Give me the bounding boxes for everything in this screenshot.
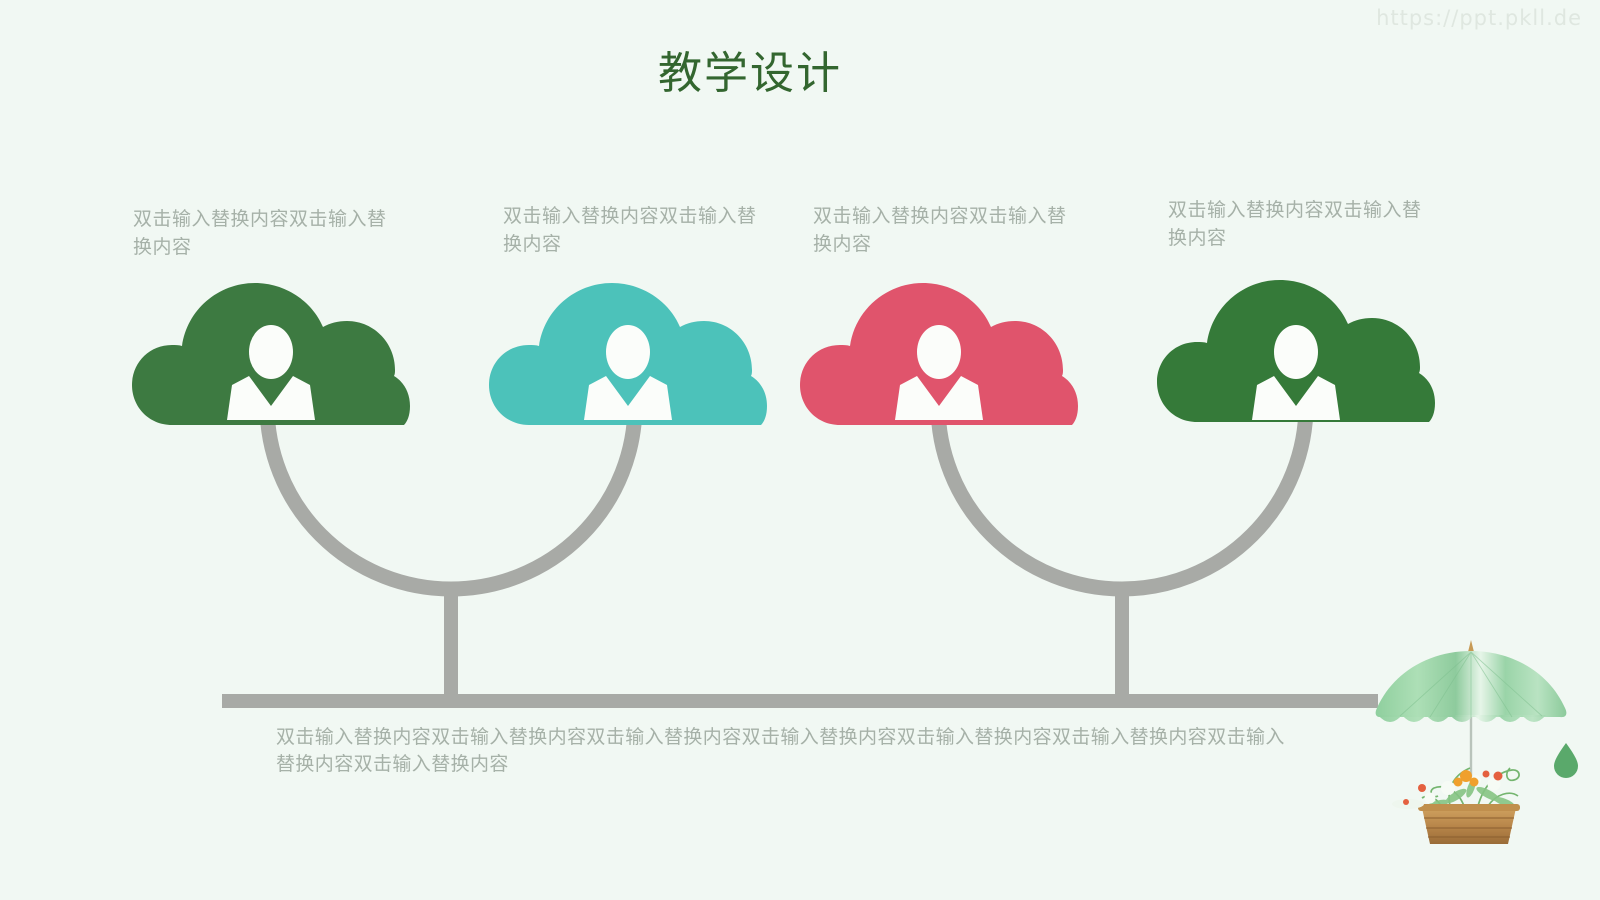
page-title: 教学设计	[658, 49, 842, 98]
cloud-person-icon	[489, 283, 767, 425]
cloud-person-icon	[132, 283, 410, 425]
cloud-node-3[interactable]	[800, 275, 1078, 425]
summary-text: 双击输入替换内容双击输入替换内容双击输入替换内容双击输入替换内容双击输入替换内容…	[276, 727, 1285, 775]
caption-3: 双击输入替换内容双击输入替换内容	[813, 206, 1067, 255]
cloud-node-2[interactable]	[489, 275, 767, 425]
cloud-node-1[interactable]	[132, 275, 410, 425]
cloud-person-icon	[1157, 280, 1435, 422]
cloud-node-4[interactable]	[1157, 272, 1435, 422]
caption-2: 双击输入替换内容双击输入替换内容	[503, 206, 757, 255]
caption-4: 双击输入替换内容双击输入替换内容	[1168, 200, 1422, 249]
cloud-person-icon	[800, 283, 1078, 425]
watermark-url: https://ppt.pkll.de	[1376, 6, 1582, 30]
umbrella-flower-basket-decoration	[1375, 640, 1578, 844]
caption-1: 双击输入替换内容双击输入替换内容	[133, 209, 387, 258]
